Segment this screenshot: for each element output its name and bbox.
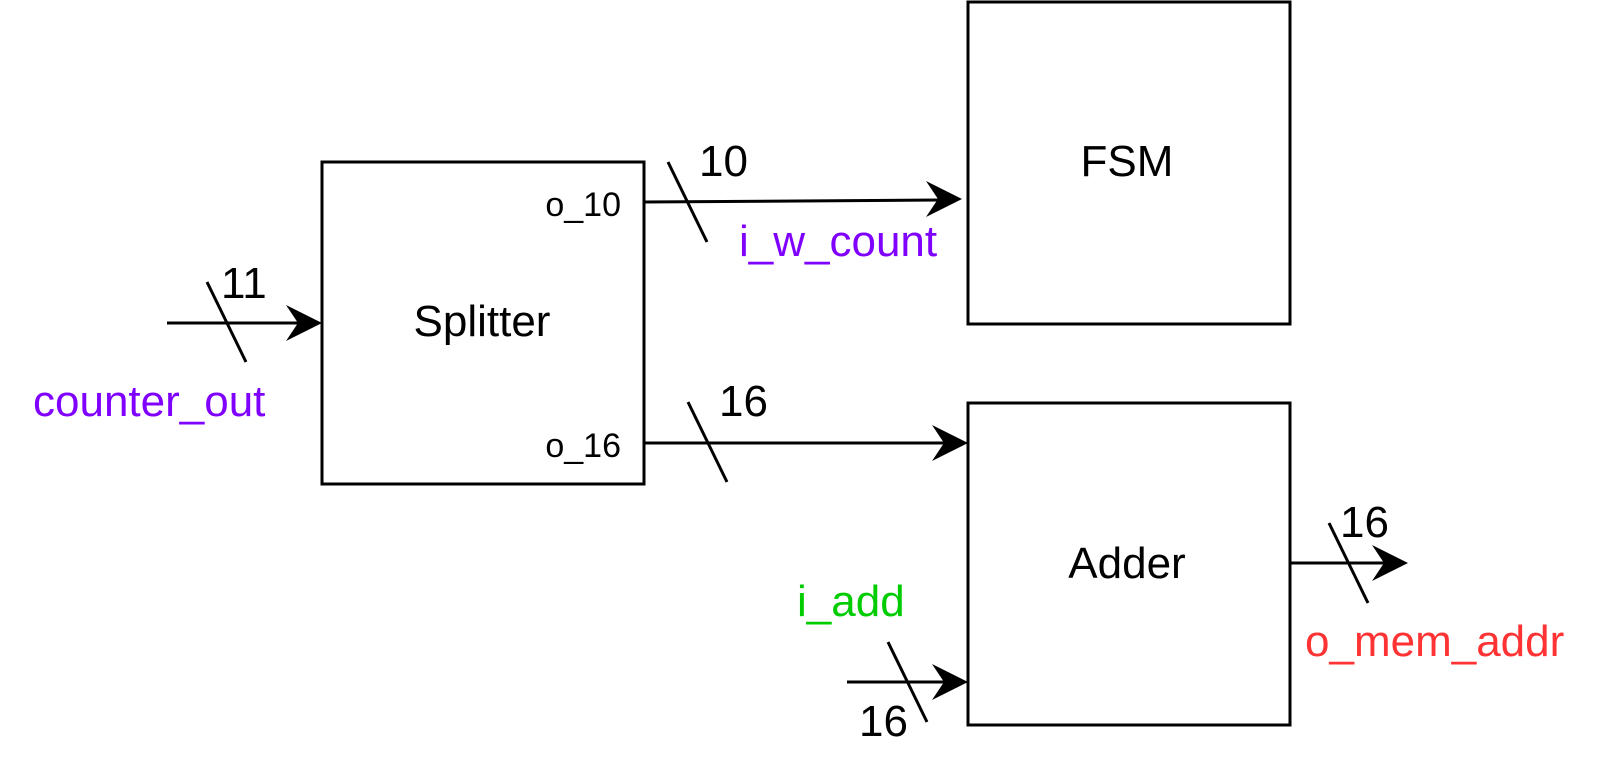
i-add-width: 16 xyxy=(859,697,908,746)
adder-label: Adder xyxy=(1068,539,1185,588)
counter-out-arrow-head xyxy=(286,305,322,341)
i-w-count-wire xyxy=(643,161,962,243)
counter-out-width: 11 xyxy=(221,259,267,308)
o-mem-addr-bus-tick xyxy=(1327,522,1370,604)
i-w-count-arrow-head xyxy=(926,181,962,217)
i-w-count-bus-tick xyxy=(666,161,709,243)
splitter-port-o10: o_10 xyxy=(545,186,621,224)
i-add-label: i_add xyxy=(797,577,905,626)
splitter-to-adder-wire xyxy=(644,401,968,483)
o-mem-addr-wire xyxy=(1290,522,1408,604)
i-add-wire xyxy=(847,641,968,723)
splitter-block[interactable] xyxy=(320,160,646,486)
splitter-port-o16: o_16 xyxy=(545,427,621,465)
o-mem-addr-label: o_mem_addr xyxy=(1305,617,1564,666)
counter-out-bus-tick xyxy=(205,281,248,363)
fsm-label: FSM xyxy=(1081,137,1174,186)
i-add-bus-tick xyxy=(886,641,929,723)
adder-block[interactable] xyxy=(966,401,1292,727)
splitter-label: Splitter xyxy=(414,297,551,346)
i-w-count-label: i_w_count xyxy=(739,217,937,266)
counter-out-label: counter_out xyxy=(33,377,265,426)
splitter-to-adder-arrow-head xyxy=(932,425,968,461)
splitter-to-adder-width: 16 xyxy=(719,377,768,426)
o-mem-addr-width: 16 xyxy=(1340,498,1389,547)
i-w-count-width: 10 xyxy=(699,137,748,186)
counter-out-wire xyxy=(167,281,322,363)
o-mem-addr-arrow-head xyxy=(1372,545,1408,581)
splitter-to-adder-bus-tick xyxy=(686,401,729,483)
i-add-arrow-head xyxy=(932,664,968,700)
fsm-block[interactable] xyxy=(966,0,1292,326)
